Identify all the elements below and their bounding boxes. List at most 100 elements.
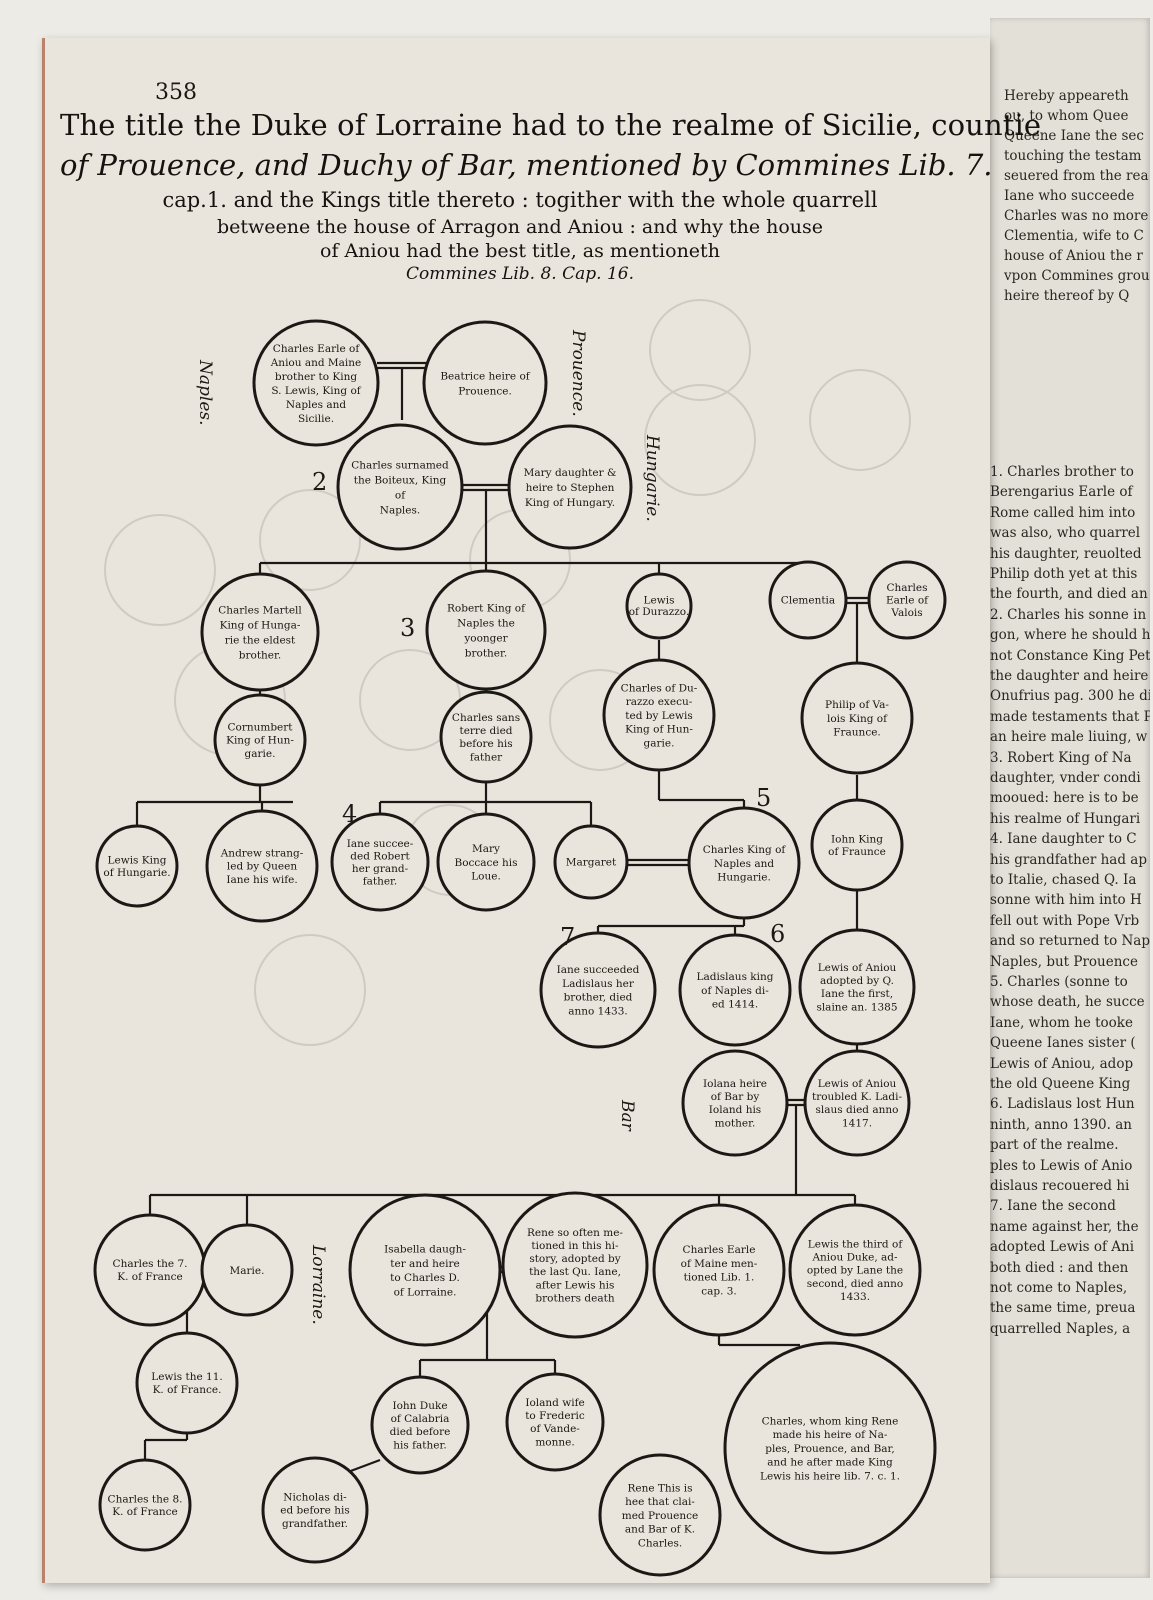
node-robert: [425, 569, 547, 691]
facing-page-line: made testaments that P: [990, 708, 1150, 725]
facing-page-line: Onufrius pag. 300 he di: [990, 688, 1150, 705]
facing-page-line: Queene Iane the sec: [1004, 128, 1144, 144]
person-label-line: brother, died: [564, 992, 633, 1004]
person-label-line: ples, Prouence, and Bar,: [765, 1443, 895, 1455]
person-label-line: Naples the: [457, 618, 515, 630]
node-lewis-xi: [135, 1331, 239, 1435]
facing-page-line: not Constance King Peter: [990, 647, 1150, 664]
facing-page-line: seuered from the rea: [1004, 168, 1149, 184]
node-marie: [200, 1223, 294, 1317]
node-nicholas: [261, 1456, 369, 1564]
title-line-4: betweene the house of Arragon and Aniou …: [216, 216, 824, 238]
person-label-line: Fraunce.: [833, 727, 881, 739]
person-label-line: Charles King of: [703, 844, 787, 856]
page-title: The title the Duke of Lorraine had to th…: [60, 108, 1041, 284]
person-label-line: her grand-: [352, 863, 409, 875]
person-label-line: King of Hun-: [625, 724, 693, 736]
page-number: 358: [155, 80, 197, 105]
person-label-line: Valois: [890, 607, 922, 619]
person-label-line: Charles: [886, 582, 927, 594]
generation-numbers: 2 3 4 5 6 7: [312, 468, 785, 951]
node-charles-maine: [652, 1203, 786, 1337]
person-label-line: garie.: [245, 748, 276, 760]
person-label-line: Iane his wife.: [226, 874, 297, 886]
region-labels: Naples. Prouence. Hungarie. Bar Lorraine…: [195, 329, 662, 1325]
node-charles-martel: [200, 572, 320, 692]
person-label-line: Lewis King: [108, 854, 167, 866]
node-charles-naples-hungarie: [687, 806, 801, 920]
facing-page-line: his realme of Hungari: [990, 810, 1141, 827]
generation-3: 3: [400, 614, 415, 642]
person-label-line: his father.: [393, 1439, 446, 1451]
person-label-line: Iane succeeded: [557, 964, 640, 976]
node-charles-aniou: [252, 319, 380, 447]
person-label-line: Prouence.: [458, 386, 512, 398]
facing-page-line: Berengarius Earle of: [990, 484, 1133, 501]
region-bar: Bar: [617, 1099, 637, 1132]
node-charles-viii: [98, 1458, 192, 1552]
person-label-margaret: Margaret: [566, 857, 617, 869]
facing-page-line: Philip doth yet at this: [990, 566, 1138, 582]
person-label-line: to Charles D.: [390, 1272, 460, 1284]
facing-page-line: adopted Lewis of Ani: [990, 1239, 1135, 1256]
person-label-line: Charles the 8.: [108, 1493, 183, 1505]
facing-page-line: the fourth, and died an: [990, 586, 1148, 603]
facing-page-line: the daughter and heire: [990, 668, 1149, 684]
node-charles-durazzo: [602, 658, 716, 772]
node-iohn-calabria: [370, 1375, 470, 1475]
person-label-line: Charles.: [638, 1537, 682, 1549]
facing-page-line: heire thereof by Q: [1004, 288, 1130, 304]
node-charles-boiteux: [336, 423, 464, 551]
facing-page-line: Rome called him into: [990, 504, 1136, 521]
facing-page-line: Queene Ianes sister (: [990, 1035, 1136, 1052]
person-label-line: ed before his: [280, 1505, 350, 1517]
person-label-line: Charles the 7.: [113, 1258, 188, 1270]
person-label-line: ted by Lewis: [625, 710, 692, 722]
facing-page-line: vpon Commines grou: [1004, 268, 1150, 284]
facing-page-line: ples to Lewis of Anio: [990, 1157, 1133, 1174]
person-label-line: of Lorraine.: [394, 1287, 457, 1299]
region-naples: Naples.: [195, 359, 215, 426]
facing-page-line: house of Aniou the r: [1004, 248, 1143, 264]
generation-2: 2: [312, 468, 327, 496]
person-label-line: mother.: [715, 1117, 756, 1129]
person-label-line: and he after made King: [767, 1457, 893, 1469]
person-label-line: brother to King: [275, 371, 357, 383]
person-label-line: ter and heire: [390, 1258, 459, 1270]
person-label-line: Lewis the 11.: [151, 1371, 223, 1383]
person-label-line: opted by Lane the: [807, 1265, 903, 1277]
person-label-line: Lewis of Aniou: [818, 1078, 897, 1090]
person-label-line: to Frederic: [525, 1410, 585, 1422]
person-label-line: terre died: [459, 725, 512, 737]
facing-page-line: touching the testam: [1004, 148, 1142, 164]
person-label-line: Hungarie.: [717, 872, 771, 884]
person-label-line: died before: [390, 1426, 451, 1438]
person-label-line: Charles of Du-: [621, 682, 698, 694]
person-label-line: Sicilie.: [298, 413, 334, 425]
person-label-line: rie the eldest: [225, 635, 296, 647]
person-label-line: Loue.: [471, 871, 501, 883]
person-label-line: the last Qu. Iane,: [529, 1266, 621, 1278]
person-label-line: Rene so often me-: [527, 1227, 623, 1239]
node-lewis-hungarie: [95, 824, 179, 908]
person-label-line: ded Robert: [350, 850, 410, 862]
node-isabella: [348, 1193, 502, 1347]
facing-page-line: mooued: here is to be: [990, 790, 1139, 807]
title-line-2: of Prouence, and Duchy of Bar, mentioned…: [60, 148, 993, 182]
node-iohn-fraunce: [810, 798, 904, 892]
person-label-line: heire to Stephen: [526, 482, 615, 494]
person-label-line: before his: [459, 738, 512, 750]
person-label-line: Clementia: [781, 594, 835, 606]
